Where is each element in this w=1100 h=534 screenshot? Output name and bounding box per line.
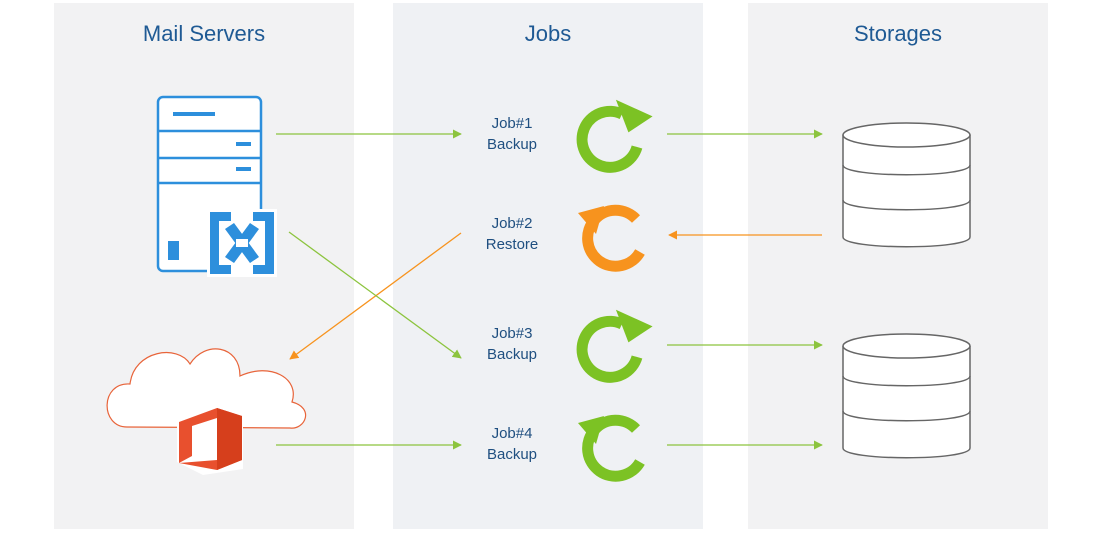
job-3-refresh-icon xyxy=(576,309,653,383)
job-4-refresh-icon xyxy=(578,414,645,482)
job-1-refresh-icon xyxy=(576,99,653,173)
jobs-column: Jobs xyxy=(393,3,703,529)
mail-servers-title: Mail Servers xyxy=(142,21,266,46)
job-4-label: Job#4 Backup xyxy=(452,423,572,465)
job-3-label: Job#3 Backup xyxy=(452,323,572,365)
connector-arrows xyxy=(276,129,823,450)
job-2-label: Job#2 Restore xyxy=(452,213,572,255)
job-2-restore-icon xyxy=(578,204,645,272)
job-4-name: Job#4 xyxy=(491,425,533,442)
job-1-label: Job#1 Backup xyxy=(452,113,572,155)
database-icon-bottom xyxy=(842,333,971,459)
office-365-cloud-icon xyxy=(106,348,307,475)
job-1-name: Job#1 xyxy=(491,115,533,132)
jobs-title: Jobs xyxy=(524,21,572,46)
database-icon-top xyxy=(842,122,971,248)
storages-title: Storages xyxy=(853,21,943,46)
job-4-type: Backup xyxy=(486,446,538,463)
job-3-name: Job#3 xyxy=(491,325,533,342)
job-2-name: Job#2 xyxy=(491,215,533,232)
job-3-type: Backup xyxy=(486,346,538,363)
arrow-server-to-job3 xyxy=(288,231,462,359)
exchange-server-icon xyxy=(156,95,277,277)
job-1-type: Backup xyxy=(486,136,538,153)
job-2-type: Restore xyxy=(485,236,539,253)
